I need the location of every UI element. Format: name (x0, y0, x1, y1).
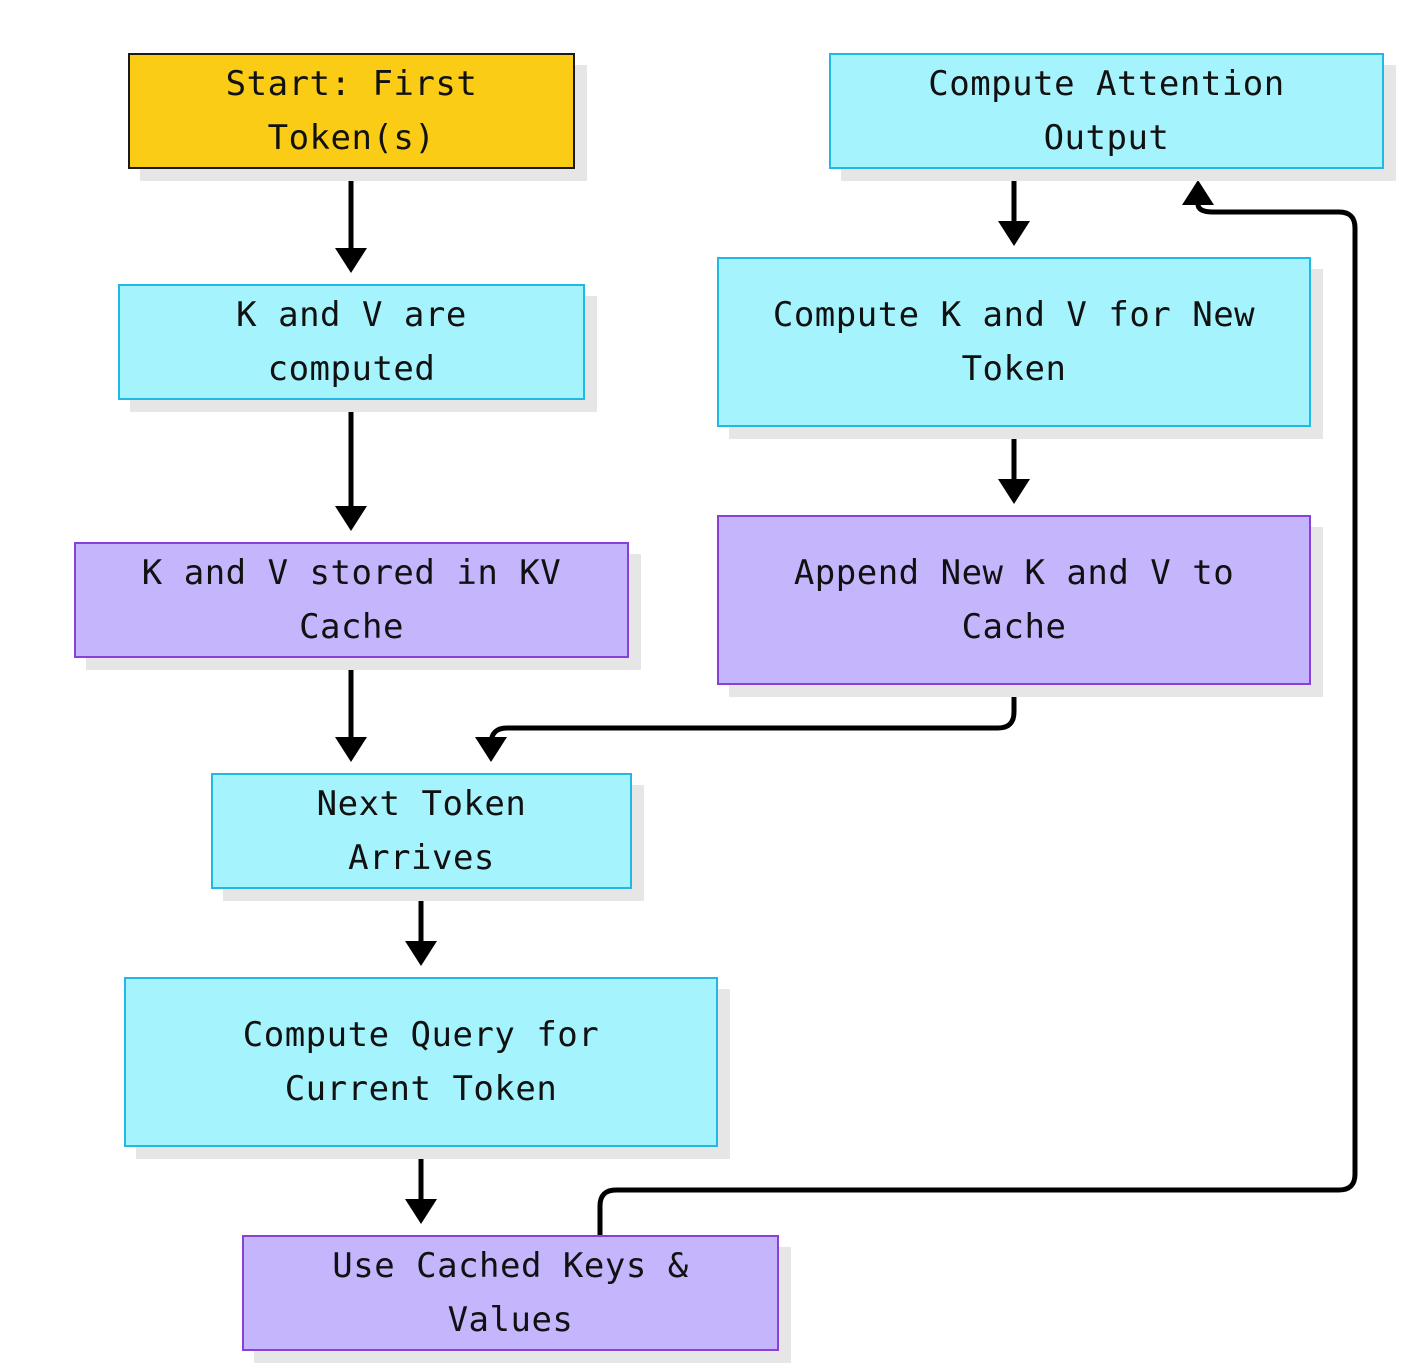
node-compute-attention-output: Compute Attention Output (829, 53, 1384, 169)
arrowhead-append-kv (998, 479, 1030, 504)
edge-use-cached-to-compute-attention (597, 203, 1358, 1236)
node-compute-query-label: Compute Query for Current Token (242, 1015, 600, 1109)
node-compute-query: Compute Query for Current Token (124, 977, 718, 1147)
node-compute-kv-new-token: Compute K and V for New Token (717, 257, 1311, 427)
node-next-token-arrives: Next Token Arrives (211, 773, 632, 889)
arrowhead-next-token-left (335, 737, 367, 762)
node-kv-stored-in-cache: K and V stored in KV Cache (74, 542, 629, 658)
arrowhead-kv-computed (335, 248, 367, 273)
node-use-cached-label: Use Cached Keys & Values (332, 1246, 689, 1340)
node-append-kv-to-cache: Append New K and V to Cache (717, 515, 1311, 685)
arrowhead-compute-kv-new (998, 221, 1030, 246)
arrowhead-kv-stored (335, 506, 367, 531)
node-kv-stored-label: K and V stored in KV Cache (141, 553, 562, 647)
node-use-cached-keys-values: Use Cached Keys & Values (242, 1235, 779, 1351)
arrowhead-next-token-right (475, 737, 507, 762)
node-kv-computed: K and V are computed (118, 284, 585, 400)
node-kv-computed-label: K and V are computed (236, 295, 467, 389)
edge-append-kv-to-next-token (488, 685, 1017, 745)
node-compute-attention-label: Compute Attention Output (928, 64, 1285, 158)
arrowhead-use-cached (405, 1199, 437, 1224)
arrowhead-compute-attention (1182, 180, 1214, 205)
node-start-first-tokens: Start: First Token(s) (128, 53, 575, 169)
node-next-token-label: Next Token Arrives (316, 784, 527, 878)
node-compute-kv-new-label: Compute K and V for New Token (772, 295, 1256, 389)
node-append-kv-label: Append New K and V to Cache (793, 553, 1235, 647)
arrowhead-compute-query (405, 941, 437, 966)
node-start-label: Start: First Token(s) (225, 64, 478, 158)
